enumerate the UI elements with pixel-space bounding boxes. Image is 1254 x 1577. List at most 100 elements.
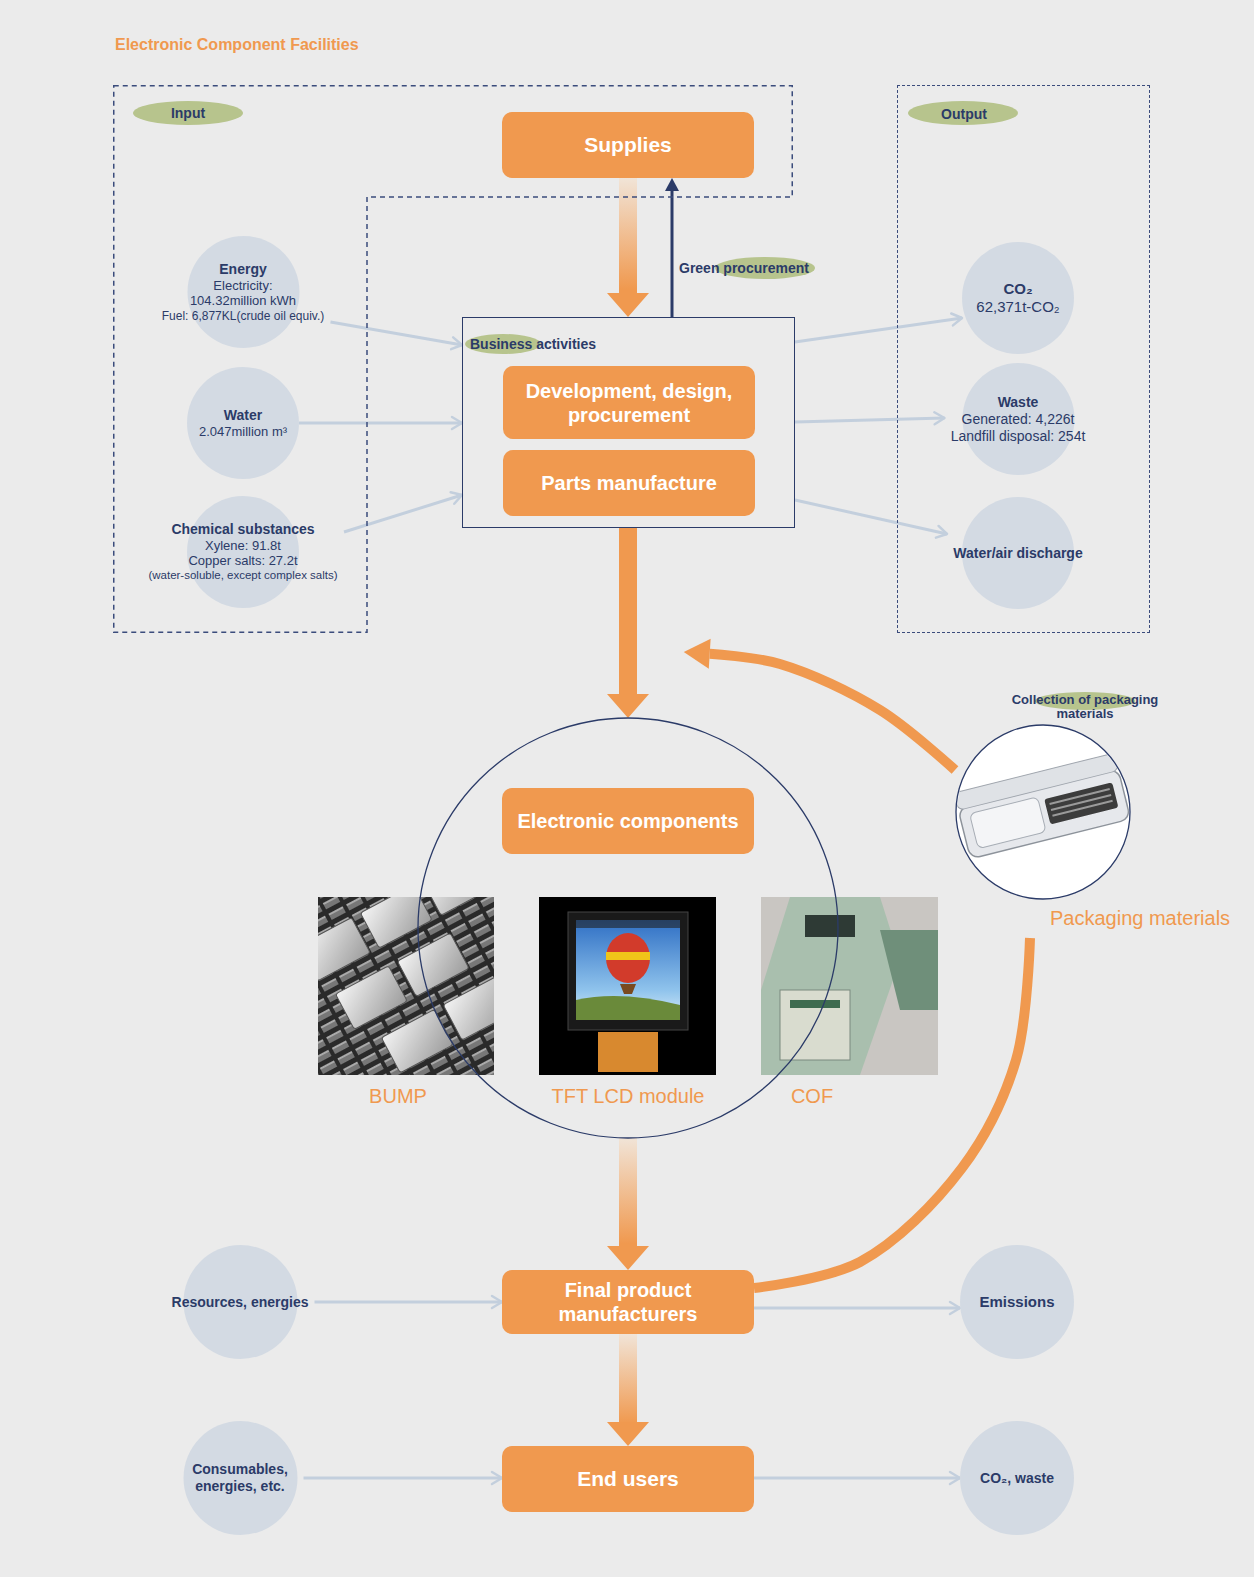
tray-stripes [1050,789,1113,816]
flow-circle: Consumables, energies, etc. [177,1421,304,1535]
flow-line [795,500,947,534]
input-region: InputSuppliesEnergyElectricity: 104.32mi… [113,85,793,633]
circle-fill [962,242,1074,354]
flow-circle-text: 62,371t-CO₂ [976,298,1059,316]
flow-arrow [710,654,955,770]
process-box: Supplies [502,112,754,178]
tray-lid [954,753,1118,810]
tag-pill [908,101,1018,125]
flow-circle-text: Energy [162,261,325,278]
process-box-text: Final product manufacturers [512,1278,744,1326]
flow-circle: CO₂62,371t-CO₂ [962,242,1074,354]
circle-outline [418,718,838,1138]
product-circle-text: TFT LCD module [543,1084,713,1108]
flow-circle-text: Generated: 4,226t [951,411,1086,428]
output-region-text: Output [914,106,1014,123]
flow-arrow [619,178,637,293]
process-box: Electronic components [502,788,754,854]
flow-circle-text: Water/air discharge [953,545,1082,562]
flow-circle-text: Fuel: 6,877KL(crude oil equiv.) [162,309,325,323]
process-box-text: Supplies [584,132,672,157]
trace [790,1000,840,1008]
tag-pill [133,101,243,125]
circle-fill [960,1421,1074,1535]
product-circle-text: BUMP [338,1084,458,1108]
product-circle-text: COF [752,1084,872,1108]
bump-slab [318,918,370,981]
tray [954,753,1131,859]
bump-slab [381,1009,453,1072]
edge-label: Green procurement [679,259,809,277]
flow-line [299,422,462,425]
product-circle: BUMP TFT LCD module COF Electronic componen… [318,718,938,1138]
flow-line [331,322,463,345]
flow-circle: EnergyElectricity: 104.32million kWhFuel… [156,236,331,348]
process-box: Final product manufacturers [502,1270,754,1334]
circle-outline [956,725,1130,899]
circle-fill [960,1245,1074,1359]
region-outline [114,86,793,633]
status-bar [576,920,680,928]
flow-line [344,495,462,532]
flow-arrow [671,191,674,317]
diagram-title: Electronic Component Facilities [115,36,359,54]
process-box-text: End users [577,1466,679,1491]
flow-circle: Emissions [960,1245,1074,1359]
product-circle-outline [955,693,1247,938]
flow-circle-text: CO₂, waste [980,1470,1054,1487]
circle-fill [183,1421,297,1535]
bump-photo [318,897,494,1075]
flow-circle-text: CO₂ [976,280,1059,298]
activity-frame: Business activitiesDevelopment, design, … [462,317,795,528]
photo-ground [761,897,938,1075]
process-box-text: Electronic components [517,809,738,833]
flow-circle-text: Electricity: 104.32million kWh [180,278,305,309]
product-circle: Collection of packaging materialsPackagi… [955,693,1247,938]
flow-line [315,1301,503,1304]
flow-circle: CO₂, waste [960,1421,1074,1535]
tag-pills [133,101,1135,710]
flow-circle-text: Waste [951,394,1086,411]
flow-line [754,1307,960,1310]
circle-fill [187,367,299,479]
product-circle-outline [318,718,938,1138]
flow-circle: Resources, energies [166,1245,315,1359]
flow-circle-outline [187,367,299,479]
flow-arrow [619,1138,637,1246]
flow-arrow [754,938,1030,1288]
product-circle-text: Packaging materials [1050,906,1230,930]
lcd-screen [576,920,680,1020]
lcd-module-photo [539,897,716,1075]
balloon-basket [620,984,636,994]
lcd-frame [568,912,688,1030]
process-box: End users [502,1446,754,1512]
process-box-text: Development, design, procurement [513,379,745,427]
flow-circle: Chemical substancesXylene: 91.8tCopper s… [142,496,344,608]
bump-slab [360,897,432,948]
bump-slab [422,897,494,915]
bump-slabs [318,897,494,1075]
flow-circle-text: Resources, energies [172,1294,309,1311]
balloon [606,933,650,983]
flow-circle: Water2.047million m³ [187,367,299,479]
flow-line [795,318,962,342]
tray-part [1044,782,1118,824]
board-part [780,990,850,1060]
balloon-band [606,952,650,960]
flow-circle-text: Chemical substances [148,521,337,538]
flow-circle-text: Landfill disposal: 254t [951,427,1086,444]
process-box: Parts manufacture [503,450,755,516]
flow-circle: Water/air discharge [947,497,1089,609]
process-box-text: Parts manufacture [541,471,717,495]
bump-slab [397,933,469,996]
cof-photo [761,897,938,1075]
flow-circle-text: (water-soluble, except complex salts) [148,569,337,583]
flow-line [754,1477,960,1480]
flow-arrow [619,1334,637,1422]
flow-circle-text: 2.047million m³ [199,424,287,440]
flex-cable [598,1032,658,1072]
flow-circle-text: Copper salts: 27.2t [148,554,337,570]
input-region-text: Input [138,105,238,122]
